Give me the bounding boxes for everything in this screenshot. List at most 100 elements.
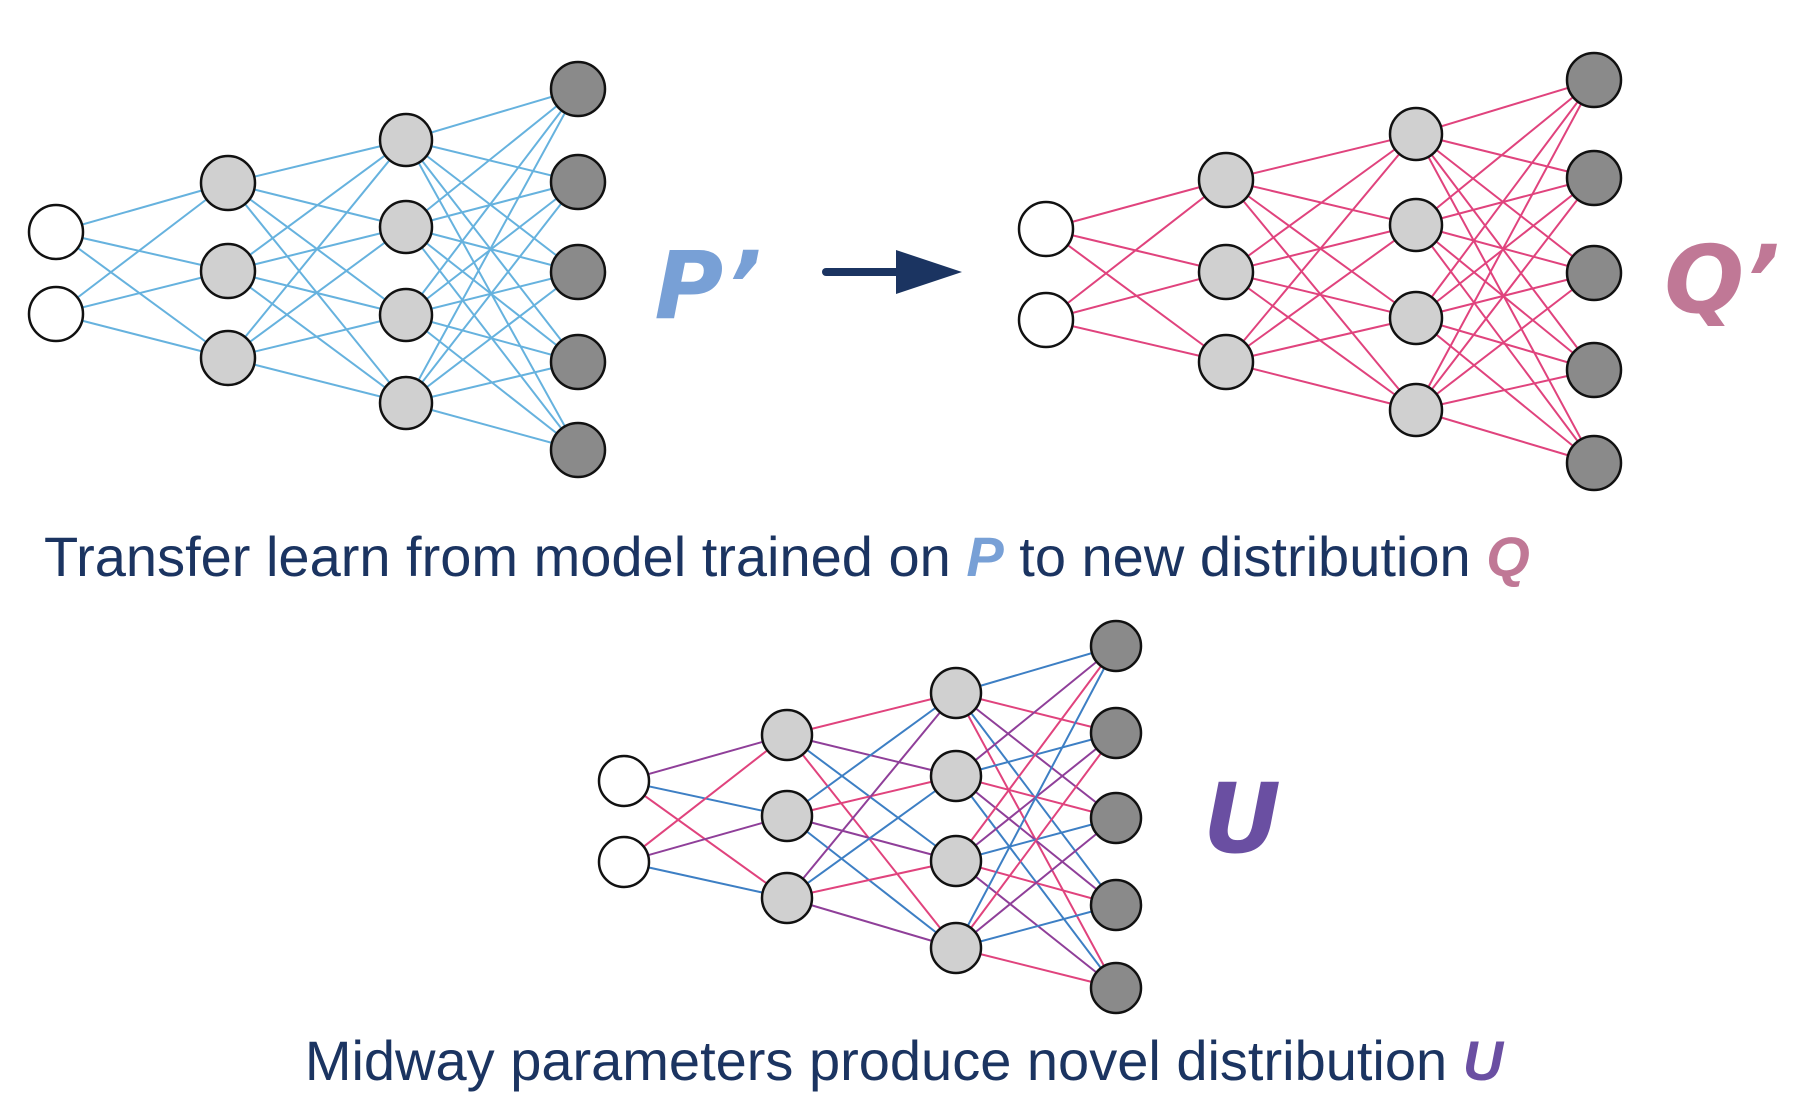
input-neuron xyxy=(597,835,651,889)
output-neuron xyxy=(1565,434,1623,492)
connection-edge xyxy=(1415,133,1595,274)
connection-edge xyxy=(1225,224,1417,363)
hidden-neuron xyxy=(1388,290,1444,346)
connection-edge xyxy=(1225,271,1417,319)
connection-edge xyxy=(623,734,788,782)
bottom-caption-text: Midway parameters produce novel distribu… xyxy=(305,1029,1463,1092)
connection-edge xyxy=(227,139,407,272)
network-u xyxy=(597,619,1143,1015)
connection-edge xyxy=(405,88,579,141)
connection-edge xyxy=(55,231,229,272)
connection-edge xyxy=(955,692,1117,734)
hidden-neuron xyxy=(199,154,257,212)
connection-edge xyxy=(1415,272,1595,411)
connection-edge xyxy=(1415,79,1595,226)
hidden-neuron xyxy=(378,112,434,168)
q-prime-label: Q’ xyxy=(1664,226,1780,335)
hidden-neuron xyxy=(378,287,434,343)
connection-edge xyxy=(405,181,579,228)
hidden-neuron xyxy=(378,199,434,255)
connection-edge xyxy=(1415,317,1595,371)
connection-edge xyxy=(405,181,579,404)
connection-edge xyxy=(955,645,1117,777)
connection-edge xyxy=(1415,177,1595,411)
input-neuron xyxy=(597,754,651,808)
connection-edge xyxy=(1045,179,1227,321)
connection-edge xyxy=(55,270,229,315)
connection-edge xyxy=(623,734,788,863)
hidden-neuron xyxy=(929,921,983,975)
bottom-caption: Midway parameters produce novel distribu… xyxy=(305,1029,1505,1092)
top-caption-p: P xyxy=(966,525,1004,588)
output-neuron xyxy=(1565,149,1623,207)
connection-edge xyxy=(227,357,407,404)
hidden-neuron xyxy=(929,749,983,803)
connection-edge xyxy=(1415,369,1595,411)
right-arrow-icon xyxy=(822,250,962,294)
u-label: U xyxy=(1203,763,1281,875)
connection-edge xyxy=(405,402,579,451)
output-neuron xyxy=(1565,341,1623,399)
connection-edge xyxy=(1415,177,1595,226)
network-p-edges xyxy=(55,88,579,451)
connection-edge xyxy=(55,231,229,359)
connection-edge xyxy=(786,734,957,949)
connection-edge xyxy=(786,815,957,949)
connection-edge xyxy=(786,692,957,899)
connection-edge xyxy=(1415,133,1595,179)
hidden-neuron xyxy=(760,871,814,925)
connection-edge xyxy=(55,313,229,359)
hidden-neuron xyxy=(1197,151,1255,209)
output-neuron xyxy=(1565,244,1623,302)
connection-edge xyxy=(623,861,788,899)
network-q xyxy=(1017,51,1623,492)
connection-edge xyxy=(786,860,957,899)
network-u-nodes xyxy=(597,619,1143,1015)
connection-edge xyxy=(1045,179,1227,230)
connection-edge xyxy=(227,314,407,359)
connection-edge xyxy=(786,692,957,817)
output-neuron xyxy=(1089,791,1143,845)
hidden-neuron xyxy=(760,789,814,843)
connection-edge xyxy=(955,645,1117,694)
hidden-neuron xyxy=(1388,382,1444,438)
input-neuron xyxy=(27,285,85,343)
connection-edge xyxy=(1415,133,1595,371)
output-neuron xyxy=(549,333,607,391)
hidden-neuron xyxy=(378,375,434,431)
connection-edge xyxy=(1225,133,1417,181)
hidden-neuron xyxy=(1197,243,1255,301)
hidden-neuron xyxy=(199,329,257,387)
output-neuron xyxy=(549,60,607,118)
connection-edge xyxy=(955,645,1117,862)
top-caption: Transfer learn from model trained on P t… xyxy=(44,525,1530,588)
output-neuron xyxy=(549,421,607,479)
network-p xyxy=(27,60,607,479)
output-neuron xyxy=(549,243,607,301)
connection-edge xyxy=(1225,133,1417,273)
hidden-neuron xyxy=(199,242,257,300)
output-neuron xyxy=(1089,961,1143,1015)
top-caption-text: Transfer learn from model trained on xyxy=(44,525,966,588)
connection-edge xyxy=(786,692,957,736)
connection-edge xyxy=(405,88,579,316)
connection-edge xyxy=(955,947,1117,989)
hidden-neuron xyxy=(1197,333,1255,391)
connection-edge xyxy=(405,361,579,404)
connection-edge xyxy=(955,904,1117,949)
network-q-nodes xyxy=(1017,51,1623,492)
connection-edge xyxy=(786,897,957,949)
connection-edge xyxy=(1415,177,1595,319)
network-p-nodes xyxy=(27,60,607,479)
output-neuron xyxy=(1089,878,1143,932)
connection-edge xyxy=(1415,79,1595,319)
input-neuron xyxy=(27,203,85,261)
connection-edge xyxy=(1225,133,1417,363)
bottom-caption-u: U xyxy=(1463,1029,1505,1092)
connection-edge xyxy=(955,817,1117,949)
connection-edge xyxy=(405,88,579,228)
output-neuron xyxy=(1089,619,1143,673)
connection-edge xyxy=(1225,317,1417,363)
hidden-neuron xyxy=(1388,197,1444,253)
connection-edge xyxy=(955,645,1117,949)
